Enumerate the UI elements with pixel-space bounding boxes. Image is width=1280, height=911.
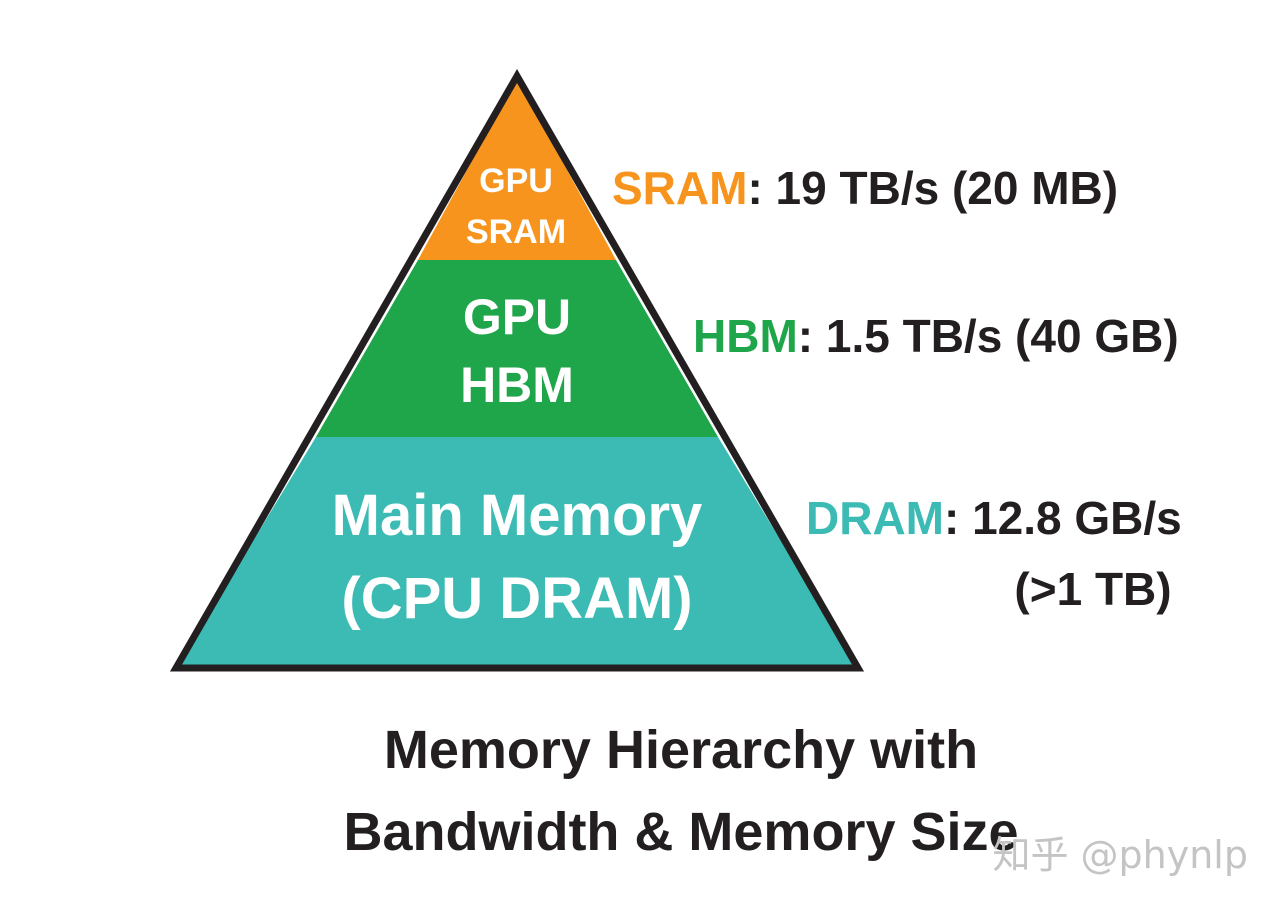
pyramid [169, 68, 865, 672]
tier-dram-label-line1: Main Memory [332, 483, 703, 548]
tier-sram-fill [418, 78, 616, 260]
spec-labels: SRAM: 19 TB/s (20 MB) HBM: 1.5 TB/s (40 … [612, 162, 1182, 615]
tier-dram-label-line2: (CPU DRAM) [341, 566, 692, 631]
dram-spec: DRAM: 12.8 GB/s [806, 492, 1182, 544]
tier-hbm-fill [316, 260, 718, 437]
dram-spec-name: DRAM [806, 492, 944, 544]
caption: Memory Hierarchy with Bandwidth & Memory… [343, 720, 1018, 862]
tier-hbm-label-line1: GPU [463, 289, 571, 345]
tier-labels: GPU SRAM GPU HBM Main Memory (CPU DRAM) [332, 162, 703, 631]
tier-sram-label-line2: SRAM [466, 213, 566, 251]
tier-sram-label-line1: GPU [479, 162, 553, 200]
dram-spec-size: (>1 TB) [1014, 563, 1171, 615]
watermark: 知乎 @phynlp [992, 833, 1248, 877]
tier-hbm-label-line2: HBM [460, 357, 574, 413]
hbm-spec-name: HBM [693, 310, 798, 362]
caption-line2: Bandwidth & Memory Size [343, 802, 1018, 862]
sram-spec-name: SRAM [612, 162, 747, 214]
hbm-spec-value: : 1.5 TB/s (40 GB) [798, 310, 1179, 362]
tier-dram-fill [176, 437, 858, 668]
pyramid-outline [169, 68, 865, 672]
sram-spec-value: : 19 TB/s (20 MB) [747, 162, 1118, 214]
hbm-spec: HBM: 1.5 TB/s (40 GB) [693, 310, 1179, 362]
dram-spec-value: : 12.8 GB/s [944, 492, 1182, 544]
caption-line1: Memory Hierarchy with [384, 720, 978, 780]
sram-spec: SRAM: 19 TB/s (20 MB) [612, 162, 1118, 214]
